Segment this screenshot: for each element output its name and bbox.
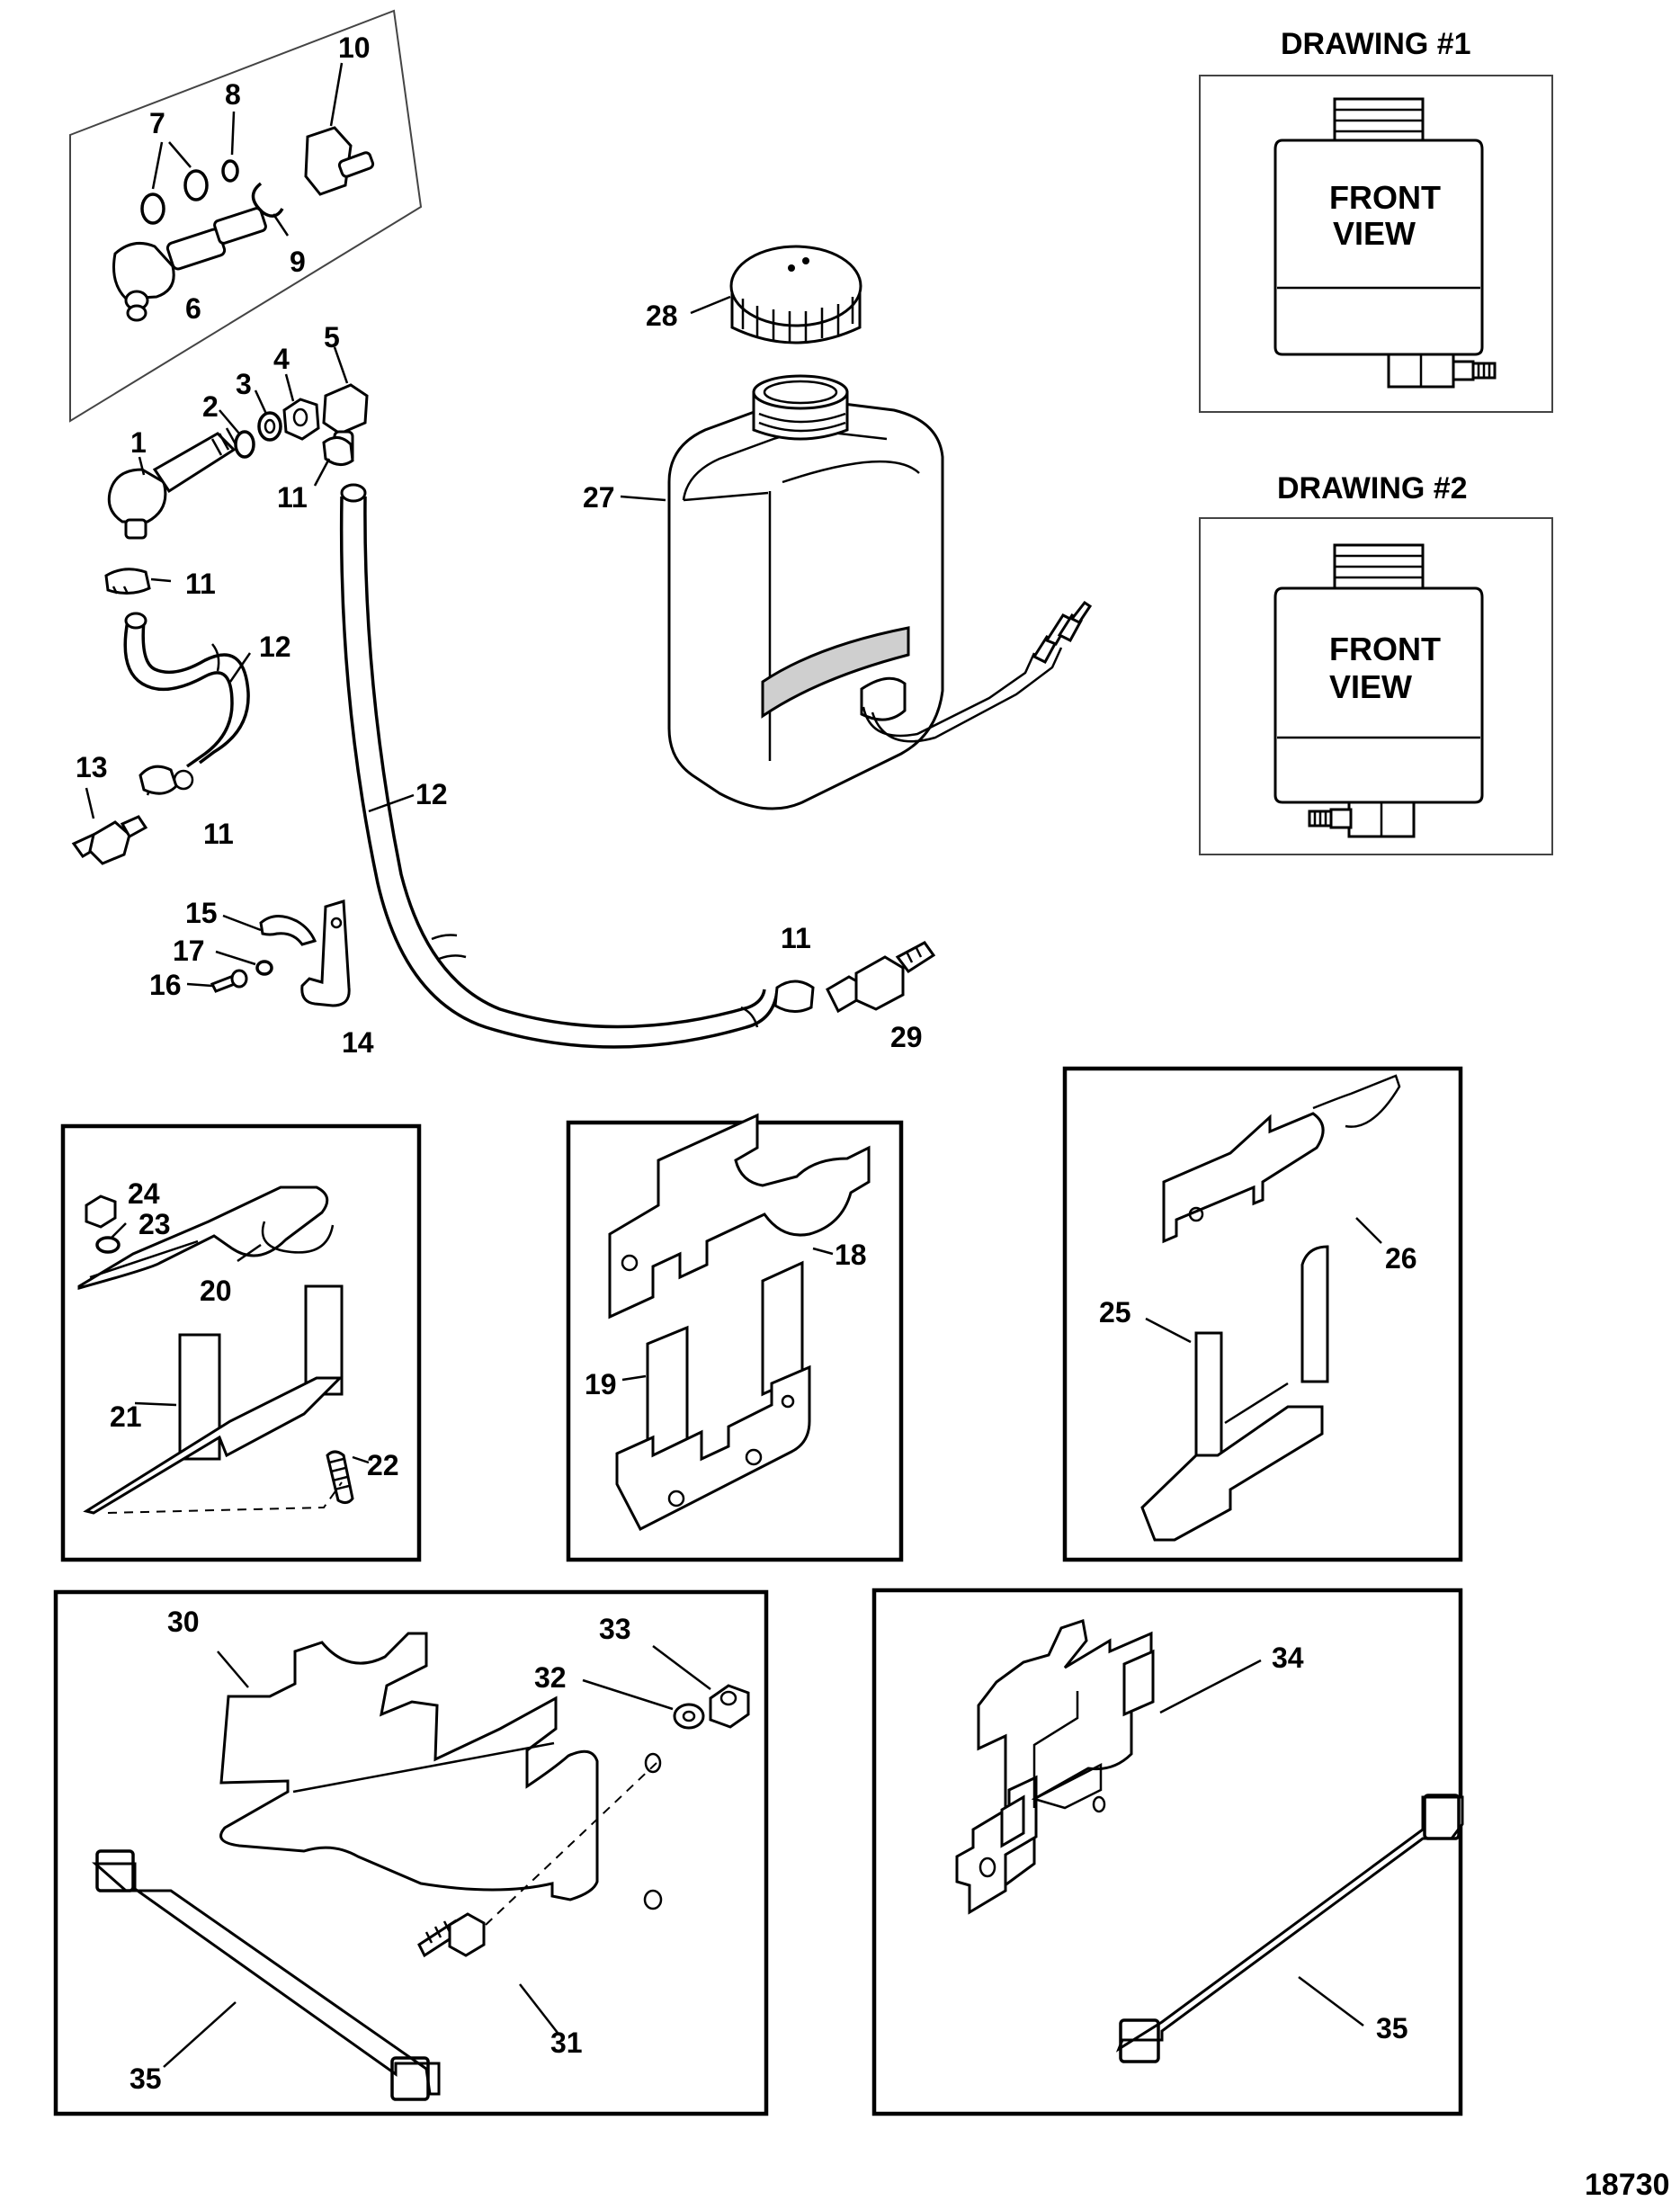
callout-2: 2 bbox=[202, 390, 219, 423]
reservoir-icon bbox=[620, 374, 1093, 810]
drawing-inset-2 bbox=[1199, 517, 1553, 855]
bracket-set-box-c bbox=[1062, 1066, 1463, 1562]
callout-5: 5 bbox=[324, 321, 340, 353]
drawing-1-view-label: VIEW bbox=[1333, 215, 1416, 252]
callout-labels: 1 2 3 4 5 6 7 8 9 10 11 11 11 11 12 12 1… bbox=[76, 31, 1417, 2095]
leader-lines bbox=[85, 346, 415, 819]
callout-9: 9 bbox=[290, 246, 306, 278]
callout-11c: 11 bbox=[203, 818, 234, 850]
callout-15: 15 bbox=[185, 897, 218, 929]
clamp-icon bbox=[322, 436, 354, 466]
callout-28: 28 bbox=[646, 300, 678, 332]
bracket-icon bbox=[300, 899, 351, 1007]
washer-icon bbox=[234, 411, 282, 459]
callout-34: 34 bbox=[1272, 1642, 1304, 1674]
bracket-set-box-d bbox=[53, 1589, 769, 2116]
hose-icon bbox=[123, 612, 250, 791]
fitting-icon bbox=[71, 815, 148, 865]
callout-17: 17 bbox=[173, 935, 205, 967]
callout-35a: 35 bbox=[130, 2062, 162, 2095]
drawing-1-title: DRAWING #1 bbox=[1281, 27, 1471, 61]
inset-titles: DRAWING #1 FRONT VIEW DRAWING #2 FRONT V… bbox=[1277, 27, 1471, 705]
nut-icon bbox=[282, 398, 320, 441]
callout-14: 14 bbox=[342, 1026, 374, 1059]
callout-29: 29 bbox=[890, 1021, 923, 1053]
callout-26: 26 bbox=[1385, 1242, 1417, 1275]
drawing-2-view-label: VIEW bbox=[1329, 668, 1412, 705]
elbow-fitting-icon bbox=[304, 62, 375, 196]
callout-30: 30 bbox=[167, 1606, 200, 1638]
clamp-icon bbox=[773, 980, 815, 1013]
callout-13: 13 bbox=[76, 751, 108, 783]
drawing-1-front-label: FRONT bbox=[1329, 179, 1441, 216]
callout-10: 10 bbox=[338, 31, 371, 64]
callout-1: 1 bbox=[130, 426, 147, 459]
callout-19: 19 bbox=[585, 1368, 617, 1400]
callout-22: 22 bbox=[367, 1449, 399, 1481]
callout-18: 18 bbox=[835, 1239, 867, 1271]
callout-8: 8 bbox=[225, 78, 241, 111]
callout-35b: 35 bbox=[1376, 2012, 1408, 2044]
callout-7: 7 bbox=[149, 107, 165, 139]
leader-lines bbox=[186, 914, 262, 988]
callout-3: 3 bbox=[236, 368, 252, 400]
callout-27: 27 bbox=[583, 481, 615, 514]
hose-icon bbox=[339, 483, 779, 1049]
drawing-inset-1 bbox=[1199, 75, 1553, 413]
bracket-set-box-a bbox=[60, 1123, 422, 1562]
fitting-icon bbox=[826, 941, 936, 1014]
callout-11a: 11 bbox=[277, 481, 308, 514]
callout-16: 16 bbox=[149, 969, 182, 1001]
callout-20: 20 bbox=[200, 1275, 232, 1307]
callout-11d: 11 bbox=[781, 922, 811, 954]
clamp-icon bbox=[104, 568, 151, 595]
callout-6: 6 bbox=[185, 292, 201, 325]
callout-24: 24 bbox=[128, 1177, 160, 1210]
screw-icon bbox=[210, 969, 248, 993]
callout-21: 21 bbox=[110, 1400, 142, 1433]
callout-33: 33 bbox=[599, 1613, 631, 1645]
o-ring-icon bbox=[140, 141, 209, 225]
callout-23: 23 bbox=[139, 1208, 171, 1240]
elbow-bolt-fitting-icon bbox=[107, 427, 237, 540]
callout-12a: 12 bbox=[259, 631, 291, 663]
figure-reference-number: 18730 bbox=[1585, 2168, 1670, 2201]
bracket-set-box-b bbox=[566, 1113, 904, 1562]
bracket-set-box-e bbox=[871, 1588, 1464, 2116]
callout-11b: 11 bbox=[185, 568, 216, 600]
callout-32: 32 bbox=[534, 1661, 567, 1694]
cap-icon bbox=[690, 245, 862, 344]
fitting-icon bbox=[112, 207, 267, 322]
retaining-clip-icon bbox=[251, 182, 290, 237]
drawing-2-front-label: FRONT bbox=[1329, 631, 1441, 667]
detail-inset-fittings bbox=[69, 9, 423, 423]
clamp-icon bbox=[259, 915, 317, 946]
small-ring-icon bbox=[221, 111, 239, 183]
clamp-icon bbox=[139, 765, 178, 795]
drawing-2-title: DRAWING #2 bbox=[1277, 471, 1468, 506]
callout-25: 25 bbox=[1099, 1296, 1131, 1329]
callout-4: 4 bbox=[273, 343, 290, 375]
callout-31: 31 bbox=[550, 2027, 583, 2059]
callout-12b: 12 bbox=[416, 778, 448, 810]
washer-icon bbox=[255, 960, 273, 976]
